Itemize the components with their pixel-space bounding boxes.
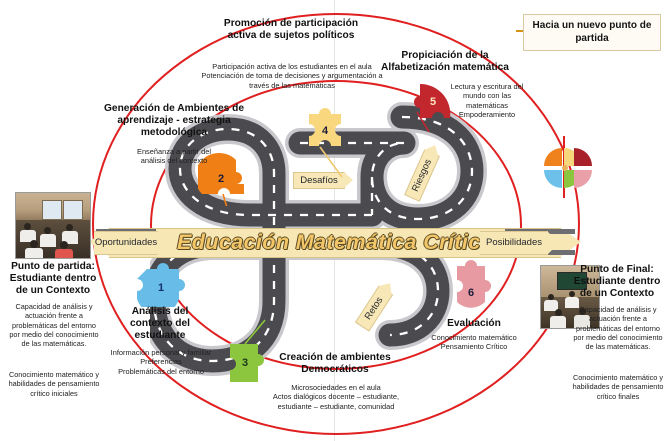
- puzzle-number-1: 1: [158, 282, 164, 294]
- classroom-photo-start: [15, 192, 91, 259]
- left-anchor-footer: Conocimiento matemático y habilidades de…: [8, 370, 100, 398]
- stage-3-line-1: Actos dialógicos docente – estudiante, e…: [272, 392, 400, 411]
- inner-red-ring: [150, 80, 522, 370]
- stage-3-lines: Microsociedades en el aula Actos dialógi…: [258, 383, 414, 411]
- connector-2: [222, 193, 228, 206]
- stage-6-title: Evaluación: [447, 318, 501, 329]
- stage-4-title: Promoción de participación activa de suj…: [223, 18, 359, 42]
- puzzle-number-4: 4: [322, 125, 329, 137]
- puzzle-number-3: 3: [242, 357, 248, 369]
- stage-1-line-0: Información personal y familiar: [110, 348, 212, 357]
- stage-5-line-0: Lectura y escritura del mundo con las ma…: [450, 82, 524, 110]
- callout-box: Hacia un nuevo punto de partida: [523, 14, 661, 51]
- stage-4-line-1: Potenciación de toma de decisiones y arg…: [201, 71, 383, 90]
- puzzle-piece-4: 4: [309, 108, 341, 146]
- stage-6-lines: Conocimiento matemático Pensamiento Crít…: [408, 333, 540, 352]
- connector-4: [319, 146, 343, 178]
- stage-2-lines: Enseñanza a partir del análisis del cont…: [118, 147, 230, 166]
- puzzle-piece-3: 3: [230, 344, 264, 382]
- puzzle-piece-2: 2: [198, 152, 244, 194]
- stage-3-title: Creación de ambientes Democráticos: [279, 352, 391, 376]
- stage-5-title: Propiciación de la Alfabetización matemá…: [381, 50, 509, 74]
- road-label-desafios: Desafíos: [293, 172, 353, 189]
- right-anchor-footer: Conocimiento matemático y habilidades de…: [572, 373, 664, 401]
- classroom-photo-end: [540, 265, 600, 329]
- stage-1-line-1: Preferencias: [140, 357, 182, 367]
- stage-1-line-2: Problemáticas del entorno: [118, 366, 204, 376]
- stage-6-line-0: Conocimiento matemático: [431, 333, 517, 342]
- stage-2-line-0: Enseñanza a partir del: [137, 147, 211, 156]
- outer-red-ring: [92, 13, 580, 435]
- right-anchor-title: Punto de Final: Estudiante dentro de un …: [573, 264, 661, 300]
- stage-6-line-1: Pensamiento Crítico: [440, 342, 508, 352]
- puzzle-number-5: 5: [430, 96, 436, 108]
- puzzle-number-6: 6: [468, 287, 474, 299]
- left-anchor-title: Punto de partida: Estudiante dentro de u…: [9, 261, 97, 297]
- stage-4-lines: Participación activa de los estudiantes …: [196, 62, 388, 90]
- connector-3: [244, 319, 266, 345]
- stage-3-line-0: Microsociedades en el aula: [291, 383, 381, 392]
- stage-1-lines: Información personal y familiar Preferen…: [105, 348, 217, 376]
- stage-2-title: Generación de Ambientes de aprendizaje -…: [103, 103, 245, 139]
- puzzle-number-2: 2: [218, 173, 224, 185]
- puzzle-piece-5: 5: [414, 83, 451, 118]
- connector-5: [416, 111, 430, 133]
- stage-5-lines: Lectura y escritura del mundo con las ma…: [444, 82, 530, 120]
- stage-4-line-0: Participación activa de los estudiantes …: [212, 62, 372, 71]
- tag-oportunidades: Oportunidades: [94, 231, 169, 255]
- left-anchor-body: Capacidad de análisis y actuación frente…: [9, 302, 99, 349]
- stage-5-line-1: Empoderamiento: [458, 110, 516, 120]
- page-title: Educación Matemática Crítica: [177, 230, 493, 254]
- puzzle-piece-1: 1: [137, 263, 185, 307]
- tag-posibilidades: Posibilidades: [480, 231, 559, 255]
- stage-2-line-1: análisis del contexto: [140, 156, 208, 166]
- right-anchor-body: Capacidad de análisis y actuación frente…: [573, 305, 663, 352]
- puzzle-piece-6: 6: [457, 260, 491, 308]
- callout-text: Hacia un nuevo punto de partida: [532, 20, 652, 44]
- completed-puzzle: [544, 136, 592, 198]
- stage-1-title: Análisis del contexto del estudiante: [129, 306, 190, 342]
